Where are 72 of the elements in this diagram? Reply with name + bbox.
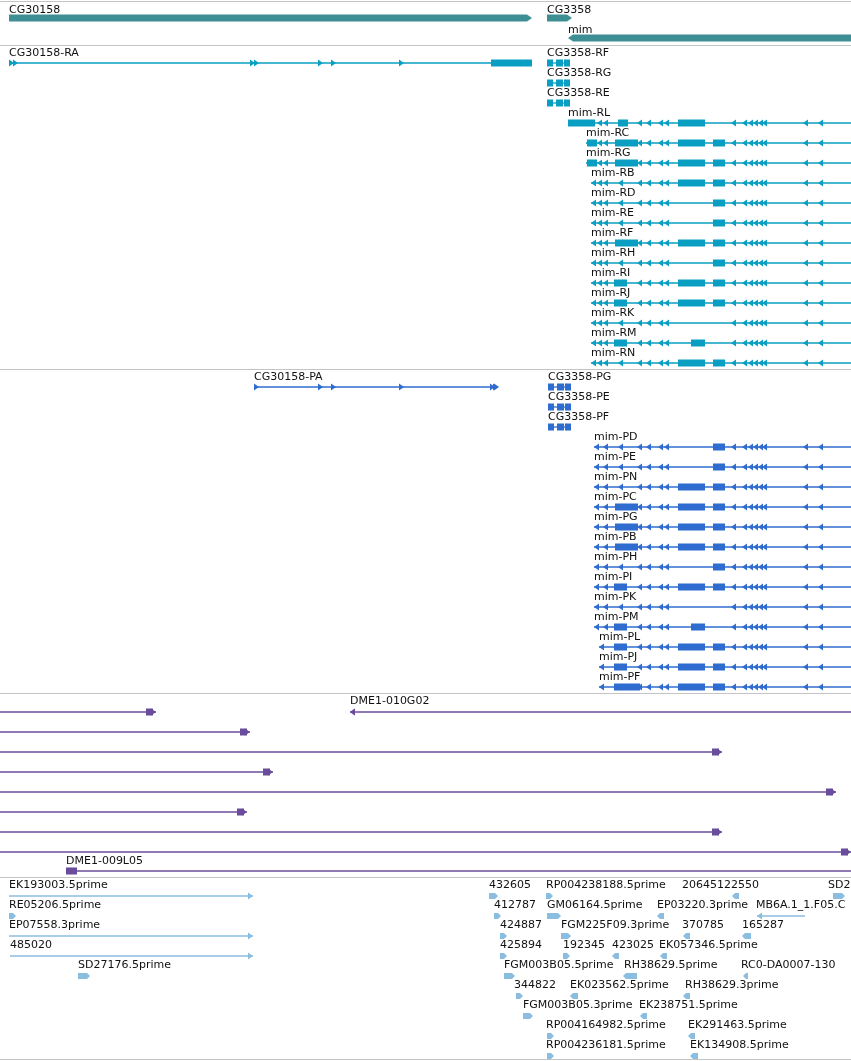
- feature-label: mim-PF: [599, 670, 641, 683]
- feature-label: EK134908.5prime: [690, 1038, 789, 1051]
- feature-label: RP004236181.5prime: [546, 1038, 666, 1051]
- feature-label: mim-PG: [594, 510, 638, 523]
- feature-label: EP07558.3prime: [9, 918, 101, 931]
- feature-label: RE05206.5prime: [9, 898, 102, 911]
- feature-label: RP004164982.5prime: [546, 1018, 666, 1031]
- feature-label: mim-RF: [591, 226, 634, 239]
- feature-label: mim-PD: [594, 430, 638, 443]
- feature-label: mim: [568, 23, 593, 36]
- feature-label: EK291463.5prime: [688, 1018, 787, 1031]
- feature-label: 412787: [494, 898, 536, 911]
- feature-label: EK023562.5prime: [570, 978, 669, 991]
- feature-label: mim-PI: [594, 570, 633, 583]
- feature-label: 423025: [612, 938, 654, 951]
- feature-label: 20645122550: [682, 878, 759, 891]
- feature-label: mim-RN: [591, 346, 636, 359]
- feature-label: 425894: [500, 938, 542, 951]
- feature-label: RH38629.5prime: [624, 958, 718, 971]
- feature-label: mim-RG: [586, 146, 631, 159]
- feature-label: CG3358-PG: [548, 370, 612, 383]
- feature-label: CG3358-RE: [547, 86, 610, 99]
- feature-label: mim-RH: [591, 246, 636, 259]
- feature-label: CG3358: [547, 3, 592, 16]
- feature-label: FGM003B05.5prime: [504, 958, 614, 971]
- feature-label: mim-RL: [568, 106, 611, 119]
- feature-label: FGM225F09.3prime: [561, 918, 670, 931]
- feature-label: mim-RD: [591, 186, 636, 199]
- feature-label: mim-PC: [594, 490, 637, 503]
- feature-label: mim-RE: [591, 206, 635, 219]
- feature-label: 485020: [10, 938, 52, 951]
- feature-label: CG3358-RF: [547, 46, 610, 59]
- feature-label: mim-PM: [594, 610, 639, 623]
- feature-label: CG3358-PF: [548, 410, 610, 423]
- feature-label: 432605: [489, 878, 531, 891]
- feature-label: SD2: [828, 878, 851, 891]
- feature-label: mim-RB: [591, 166, 635, 179]
- feature-label: 424887: [500, 918, 542, 931]
- feature-label: 344822: [514, 978, 556, 991]
- feature-label: CG3358-PE: [548, 390, 610, 403]
- feature-label: mim-PJ: [599, 650, 638, 663]
- feature-label: mim-PB: [594, 530, 637, 543]
- feature-label: mim-PH: [594, 550, 638, 563]
- feature-label: mim-RI: [591, 266, 631, 279]
- feature-label: MB6A.1_1.F05.C: [756, 898, 846, 911]
- feature-label: mim-PK: [594, 590, 637, 603]
- feature-label: CG30158-PA: [254, 370, 323, 383]
- feature-label: mim-PE: [594, 450, 637, 463]
- feature-label: CG30158: [9, 3, 61, 16]
- feature-label: RP004238188.5prime: [546, 878, 666, 891]
- feature-label: EP03220.3prime: [657, 898, 749, 911]
- feature-label: RC0-DA0007-130: [741, 958, 836, 971]
- feature-label: GM06164.5prime: [547, 898, 643, 911]
- feature-label: SD27176.5prime: [78, 958, 171, 971]
- feature-label: mim-PL: [599, 630, 641, 643]
- feature-label: 370785: [682, 918, 724, 931]
- feature-label: RH38629.3prime: [685, 978, 779, 991]
- feature-label: EK193003.5prime: [9, 878, 108, 891]
- feature-label: DME1-009L05: [66, 854, 143, 867]
- feature-label: mim-RM: [591, 326, 637, 339]
- feature-label: CG3358-RG: [547, 66, 612, 79]
- feature-label: 192345: [563, 938, 605, 951]
- feature-label: FGM003B05.3prime: [523, 998, 633, 1011]
- feature-label: mim-RK: [591, 306, 635, 319]
- feature-label: DME1-010G02: [350, 694, 430, 707]
- feature-label: EK238751.5prime: [639, 998, 738, 1011]
- feature-label: EK057346.5prime: [659, 938, 758, 951]
- feature-label: CG30158-RA: [9, 46, 79, 59]
- feature-label: mim-RJ: [591, 286, 631, 299]
- feature-label: 165287: [742, 918, 784, 931]
- feature-label: mim-PN: [594, 470, 638, 483]
- feature-label: mim-RC: [586, 126, 630, 139]
